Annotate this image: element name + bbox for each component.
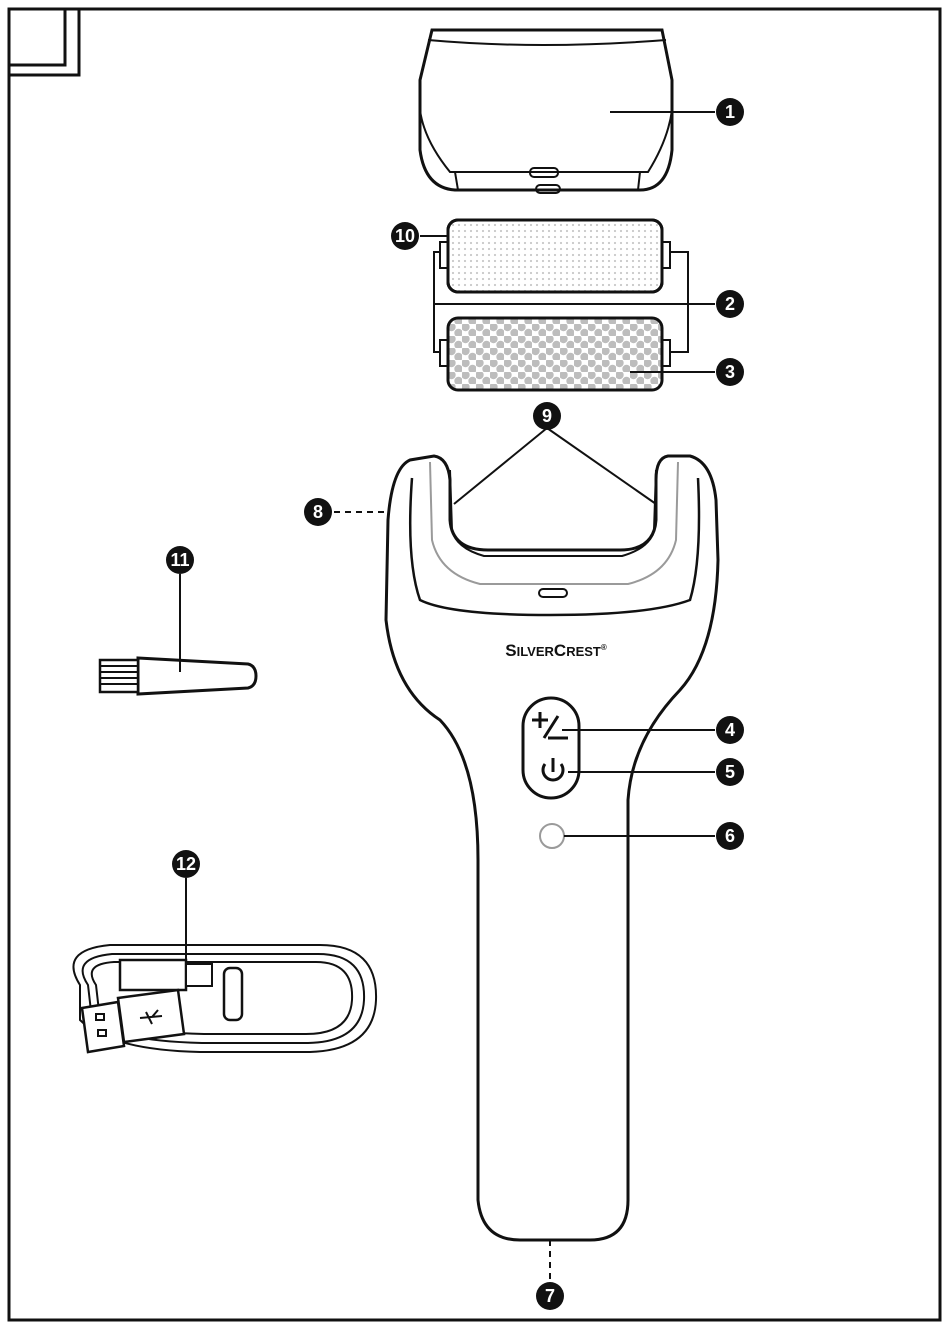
svg-text:8: 8 bbox=[313, 502, 323, 522]
svg-text:9: 9 bbox=[542, 406, 552, 426]
callout-8: 8 bbox=[304, 498, 332, 526]
callout-1: 1 bbox=[716, 98, 744, 126]
svg-text:12: 12 bbox=[176, 854, 196, 874]
callout-6: 6 bbox=[716, 822, 744, 850]
speed-button[interactable] bbox=[532, 712, 568, 738]
svg-text:1: 1 bbox=[725, 102, 735, 122]
indicator-light bbox=[540, 824, 564, 848]
svg-text:4: 4 bbox=[725, 720, 735, 740]
svg-text:3: 3 bbox=[725, 362, 735, 382]
callout-7: 7 bbox=[536, 1282, 564, 1310]
coarse-roller bbox=[440, 318, 670, 390]
callout-10: 10 bbox=[391, 222, 419, 250]
power-button[interactable] bbox=[543, 758, 563, 780]
svg-text:11: 11 bbox=[170, 550, 189, 570]
brand-logo: SILVERCREST® bbox=[505, 641, 607, 660]
fine-roller bbox=[440, 220, 670, 292]
svg-text:5: 5 bbox=[725, 762, 735, 782]
callout-5: 5 bbox=[716, 758, 744, 786]
callout-12: 12 bbox=[172, 850, 200, 878]
cleaning-brush bbox=[100, 658, 256, 694]
callout-3: 3 bbox=[716, 358, 744, 386]
callout-2: 2 bbox=[716, 290, 744, 318]
svg-text:7: 7 bbox=[545, 1286, 555, 1306]
svg-text:6: 6 bbox=[725, 826, 735, 846]
svg-text:10: 10 bbox=[395, 226, 415, 246]
page-frame bbox=[9, 9, 940, 1320]
usb-cable bbox=[73, 945, 376, 1052]
svg-text:SILVERCREST®: SILVERCREST® bbox=[505, 641, 607, 660]
callout-9: 9 bbox=[533, 402, 561, 430]
svg-text:2: 2 bbox=[725, 294, 735, 314]
control-panel bbox=[523, 698, 579, 798]
callout-4: 4 bbox=[716, 716, 744, 744]
callout-11: 11 bbox=[166, 546, 194, 574]
